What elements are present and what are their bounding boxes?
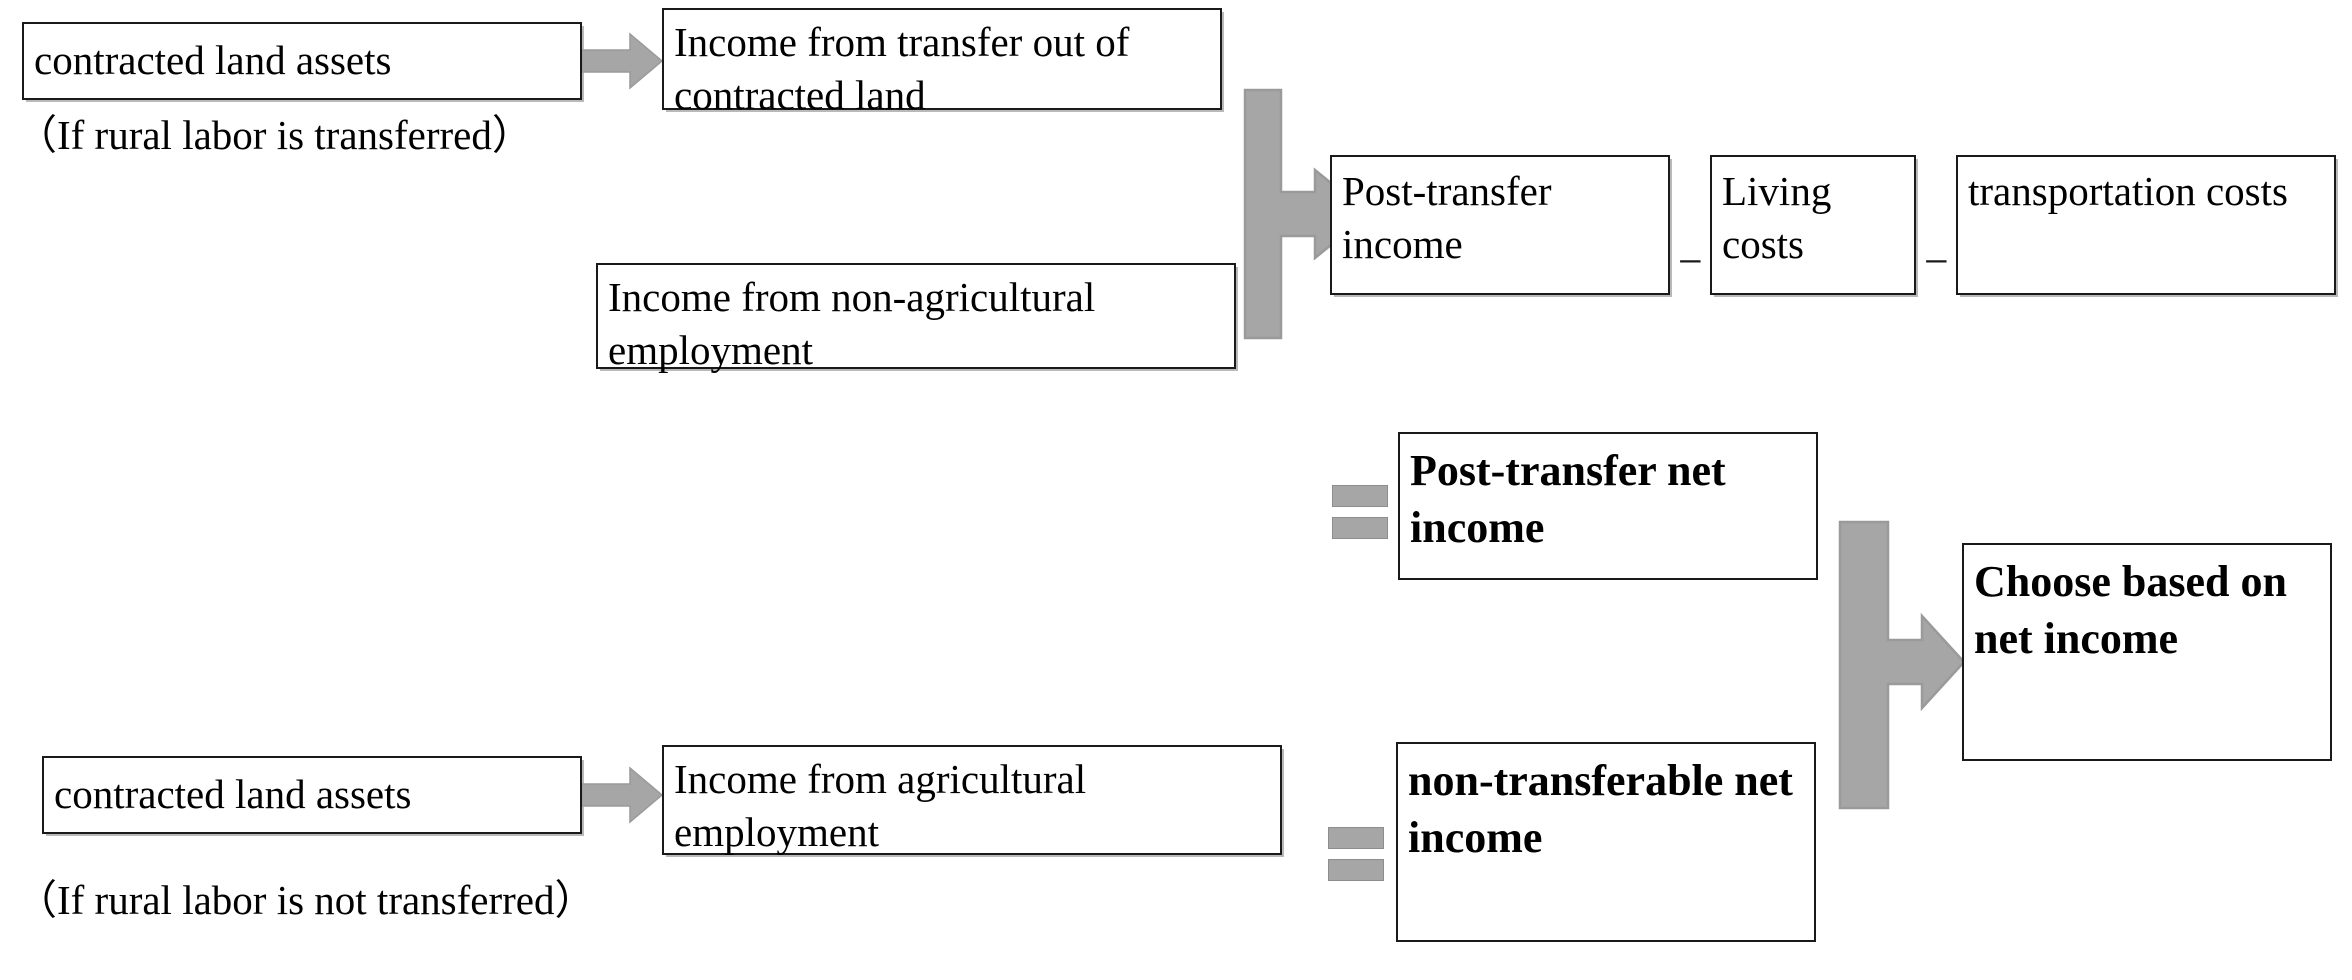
node-transportation-costs[interactable]: transportation costs bbox=[1956, 155, 2336, 295]
node-non-transferable-net-income[interactable]: non-transferable net income bbox=[1396, 742, 1816, 942]
arrow-right-icon bbox=[582, 32, 664, 90]
node-label: contracted land assets bbox=[54, 771, 412, 818]
node-income-agricultural[interactable]: Income from agricultural employment bbox=[662, 745, 1282, 855]
caption-if-rural-labor-is-transferred: （If rural labor is transferred） bbox=[16, 112, 533, 158]
node-contracted-land-assets-bottom[interactable]: contracted land assets bbox=[42, 756, 582, 834]
node-label: Post-transfer net income bbox=[1410, 446, 1726, 553]
node-label: transportation costs bbox=[1968, 168, 2288, 214]
node-contracted-land-assets-top[interactable]: contracted land assets bbox=[22, 22, 582, 100]
node-label: Income from transfer out of contracted l… bbox=[674, 19, 1130, 119]
arrow-right-icon bbox=[582, 766, 664, 824]
node-label: non-transferable net income bbox=[1408, 756, 1793, 863]
node-label: Income from agricultural employment bbox=[674, 756, 1087, 856]
node-post-transfer-income[interactable]: Post-transfer income bbox=[1330, 155, 1670, 295]
node-choose-based-on-net-income[interactable]: Choose based on net income bbox=[1962, 543, 2332, 761]
node-post-transfer-net-income[interactable]: Post-transfer net income bbox=[1398, 432, 1818, 580]
minus-operator-1: − bbox=[1678, 237, 1703, 286]
node-label: Living costs bbox=[1722, 168, 1832, 268]
equals-sign-icon bbox=[1332, 485, 1388, 539]
node-label: contracted land assets bbox=[34, 37, 392, 84]
node-income-transfer-out[interactable]: Income from transfer out of contracted l… bbox=[662, 8, 1222, 118]
minus-operator-2: − bbox=[1924, 237, 1949, 286]
equals-sign-icon bbox=[1328, 827, 1384, 881]
caption-if-rural-labor-is-not-transferred: （If rural labor is not transferred） bbox=[16, 877, 596, 923]
node-living-costs[interactable]: Living costs bbox=[1710, 155, 1916, 295]
node-label: Income from non-agricultural employment bbox=[608, 274, 1096, 374]
node-income-non-agricultural[interactable]: Income from non-agricultural employment bbox=[596, 263, 1236, 373]
node-label: Choose based on net income bbox=[1974, 557, 2287, 664]
merge-bracket-arrow-icon bbox=[1838, 520, 1966, 810]
node-label: Post-transfer income bbox=[1342, 168, 1552, 268]
